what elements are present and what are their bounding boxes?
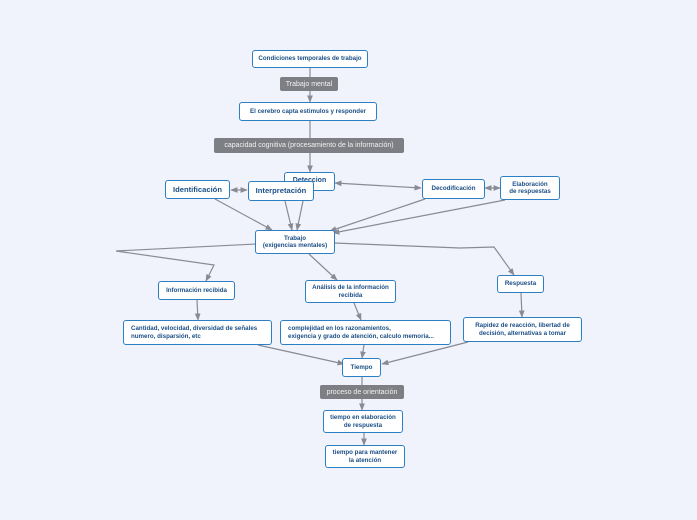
node-cerebro[interactable]: El cerebro capta estimulos y responder	[239, 102, 377, 121]
node-interpretacion[interactable]: Interpretación	[248, 181, 314, 201]
link-trabajo-info	[115, 243, 257, 282]
link-decodificacion-trabajo	[329, 198, 426, 232]
node-cantidad[interactable]: Cantidad, velocidad, diversidad de señal…	[123, 320, 272, 345]
node-trabajo[interactable]: Trabajo (exigencias mentales)	[255, 230, 335, 254]
node-elaboracion[interactable]: Elaboración de respuestas	[500, 176, 560, 200]
node-info-recibida[interactable]: Información recibida	[158, 281, 235, 300]
node-tiempo[interactable]: Tiempo	[342, 358, 381, 377]
link-trabajo-analisis	[308, 253, 338, 281]
link-trabajo-respuesta	[333, 242, 515, 276]
node-analisis[interactable]: Análisis de la información recibida	[305, 280, 396, 303]
link-respuesta-rapidez	[518, 292, 525, 318]
node-complejidad[interactable]: complejidad en los razonamientos, exigen…	[280, 320, 451, 345]
node-rapidez[interactable]: Rapidez de reacción, libertad de decisió…	[463, 317, 582, 342]
link-info-cantidad	[194, 299, 201, 321]
node-decodificacion[interactable]: Decodificación	[422, 179, 485, 199]
node-respuesta[interactable]: Respuesta	[497, 275, 544, 293]
node-tiempo-atencion[interactable]: tiempo para mantener la atención	[325, 445, 405, 468]
tag-trabajo-mental[interactable]: Trabajo mental	[280, 77, 338, 91]
link-cantidad-tiempo	[257, 344, 345, 366]
link-complejidad-tiempo	[360, 344, 366, 359]
link-elaboracion-trabajo	[332, 199, 506, 235]
node-identificacion[interactable]: Identificación	[165, 180, 230, 199]
node-tiempo-elaboracion[interactable]: tiempo en elaboración de respuesta	[323, 410, 403, 433]
link-analisis-complejidad	[353, 302, 362, 321]
link-identificacion-trabajo	[214, 198, 273, 231]
link-interpretacion-trabajo-b	[295, 200, 304, 231]
link-rapidez-tiempo	[381, 341, 469, 366]
link-deteccion-decodificacion	[334, 180, 422, 191]
tag-capacidad-cognitiva[interactable]: capacidad cognitiva (procesamiento de la…	[214, 138, 404, 153]
node-condiciones[interactable]: Condiciones temporales de trabajo	[252, 50, 368, 68]
link-interpretacion-trabajo-a	[284, 200, 294, 231]
tag-proceso-orientacion[interactable]: proceso de orientación	[320, 385, 404, 399]
